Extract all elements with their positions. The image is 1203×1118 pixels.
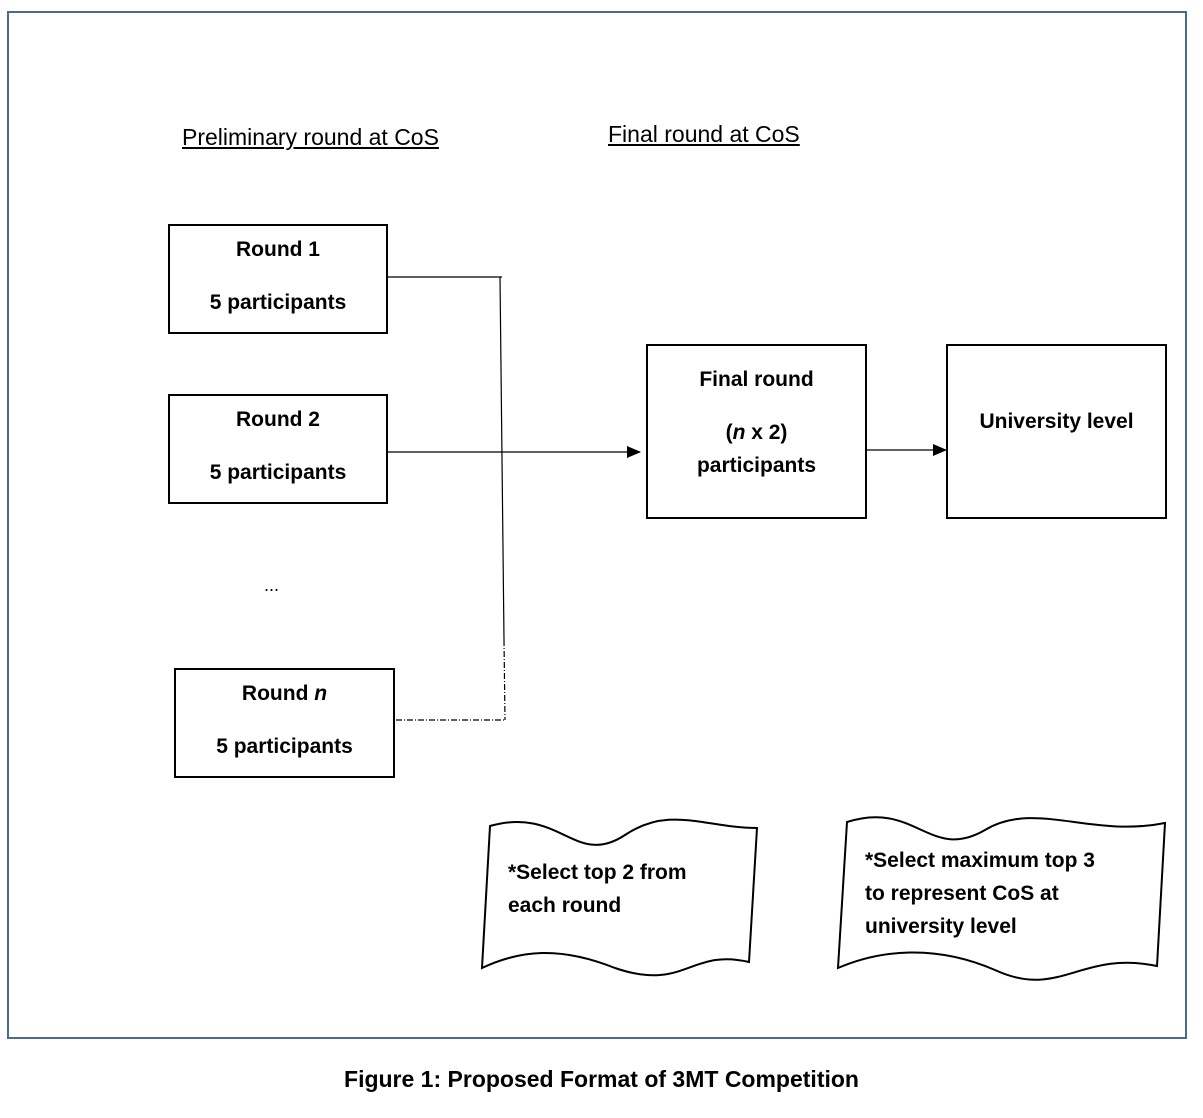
round-n-participants: 5 participants bbox=[216, 735, 353, 758]
connector-vertical bbox=[499, 276, 505, 641]
university-level-label: University level bbox=[979, 410, 1134, 433]
note-select-max3-line2: to represent CoS at bbox=[865, 882, 1059, 905]
note-shape-select-top2 bbox=[480, 818, 759, 977]
note-shape-select-max3 bbox=[836, 816, 1167, 981]
figure-frame bbox=[7, 11, 1187, 1039]
final-round-count-open: ( bbox=[725, 421, 733, 444]
university-level-box: University level bbox=[946, 344, 1167, 519]
note-select-top2: *Select top 2 from each round bbox=[508, 856, 687, 922]
note-select-max3-line3: university level bbox=[865, 915, 1017, 938]
note-select-max3-line1: *Select maximum top 3 bbox=[865, 849, 1095, 872]
header-final-round: Final round at CoS bbox=[608, 121, 800, 147]
round-2-participants: 5 participants bbox=[209, 461, 347, 484]
round-n-title-prefix: Round bbox=[241, 682, 315, 705]
round-n-title: Round n bbox=[176, 682, 393, 706]
ellipsis: ... bbox=[264, 575, 280, 595]
note-select-top2-line1: *Select top 2 from bbox=[508, 861, 687, 884]
round-2-title: Round 2 bbox=[236, 408, 320, 431]
round-n-variable: n bbox=[314, 682, 328, 705]
round-n-box: Round n 5 participants bbox=[174, 668, 395, 778]
final-round-participants: participants bbox=[696, 454, 817, 477]
round-1-title: Round 1 bbox=[236, 238, 320, 261]
final-round-box: Final round (n x 2) participants bbox=[646, 344, 867, 519]
final-round-count-rest: x 2) bbox=[745, 421, 788, 444]
final-round-count-variable: n bbox=[732, 421, 746, 444]
final-round-title: Final round bbox=[699, 368, 814, 391]
round-1-box: Round 1 5 participants bbox=[168, 224, 388, 334]
round-1-participants: 5 participants bbox=[209, 291, 347, 314]
connector-vertical-dashed bbox=[503, 639, 506, 721]
final-round-count: (n x 2) bbox=[648, 421, 865, 445]
note-select-max3: *Select maximum top 3 to represent CoS a… bbox=[865, 844, 1095, 943]
round-2-box: Round 2 5 participants bbox=[168, 394, 388, 504]
header-preliminary-round: Preliminary round at CoS bbox=[182, 124, 439, 150]
note-select-top2-line2: each round bbox=[508, 894, 622, 917]
figure-caption: Figure 1: Proposed Format of 3MT Competi… bbox=[344, 1066, 859, 1092]
